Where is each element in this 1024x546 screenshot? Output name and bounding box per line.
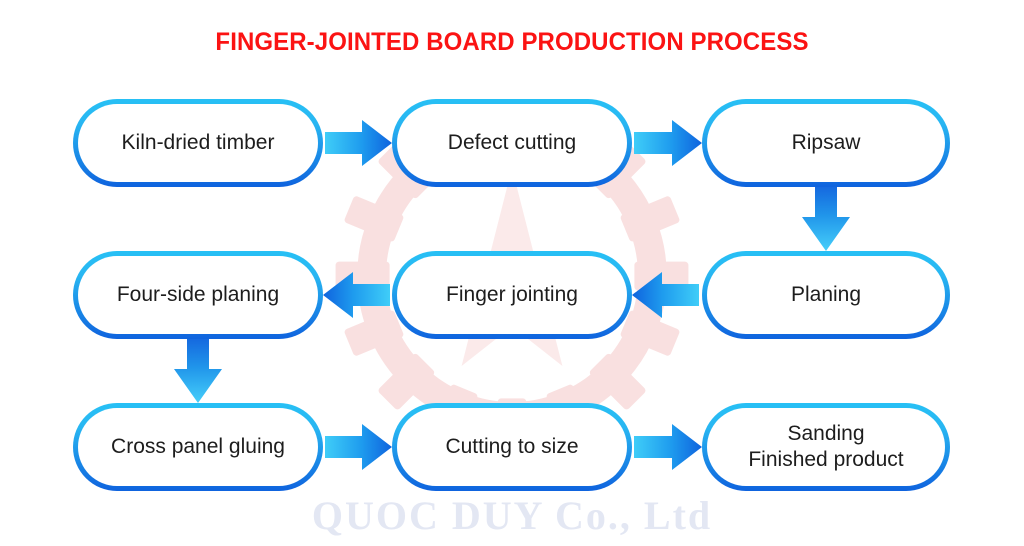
arrow-ripsaw-to-planing: [802, 186, 850, 251]
node-planing[interactable]: Planing: [702, 251, 950, 339]
node-label: Ripsaw: [791, 131, 861, 154]
node-cutting-to-size[interactable]: Cutting to size: [392, 403, 632, 491]
arrow-cutting-to-sanding: [634, 424, 702, 470]
node-finger-jointing[interactable]: Finger jointing: [392, 251, 632, 339]
node-four-side-planing[interactable]: Four-side planing: [73, 251, 323, 339]
node-label: Planing: [790, 283, 862, 306]
node-label: Cross panel gluing: [111, 435, 285, 458]
node-defect-cutting[interactable]: Defect cutting: [392, 99, 632, 187]
node-label: Kiln-dried timber: [121, 131, 275, 154]
node-kiln-dried-timber[interactable]: Kiln-dried timber: [73, 99, 323, 187]
node-sanding-finished-product[interactable]: Sanding Finished product: [702, 403, 950, 491]
node-label: Sanding Finished product: [748, 422, 904, 471]
node-label: Cutting to size: [445, 435, 579, 458]
node-cross-panel-gluing[interactable]: Cross panel gluing: [73, 403, 323, 491]
arrow-finger-to-fourside: [323, 272, 390, 318]
arrow-kiln-to-defect: [325, 120, 392, 166]
page-title: FINGER-JOINTED BOARD PRODUCTION PROCESS: [215, 28, 809, 56]
node-label: Four-side planing: [116, 283, 280, 306]
arrow-cross-to-cutting: [325, 424, 392, 470]
arrow-fourside-to-cross: [174, 338, 222, 403]
node-ripsaw[interactable]: Ripsaw: [702, 99, 950, 187]
arrow-planing-to-finger: [632, 272, 699, 318]
node-label: Defect cutting: [447, 131, 577, 154]
node-label: Finger jointing: [446, 283, 578, 306]
arrow-defect-to-ripsaw: [634, 120, 702, 166]
